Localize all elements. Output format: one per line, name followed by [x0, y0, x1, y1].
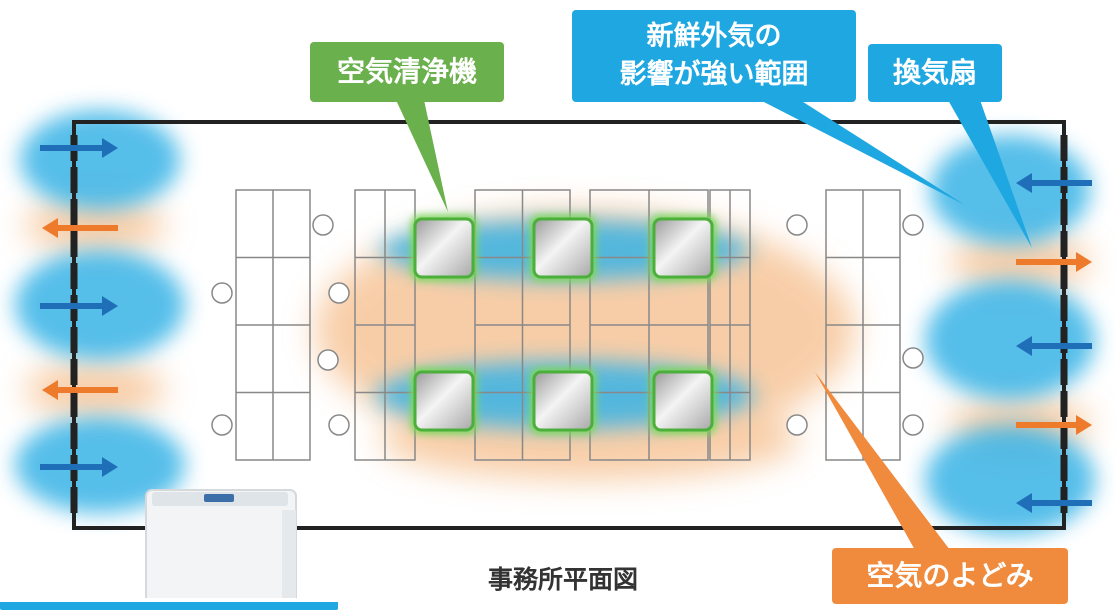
arrow-head: [42, 380, 58, 400]
circle-chair-icon: [786, 414, 808, 436]
purifier-body: [145, 489, 297, 610]
arrow-head: [1016, 493, 1032, 513]
air-purifier-icon: [650, 368, 716, 434]
purifier-side: [282, 510, 296, 600]
arrow-right-icon: [40, 138, 118, 158]
circle-chair-icon: [211, 282, 233, 304]
circle-chair-icon: [312, 214, 334, 236]
arrow-right-icon: [40, 296, 118, 316]
arrow-left-icon: [42, 218, 118, 238]
arrow-right-icon: [40, 457, 118, 477]
air-purifier-icon: [530, 215, 596, 281]
air-purifier-icon: [650, 215, 716, 281]
circle-chair-icon: [211, 414, 233, 436]
desk-group: [474, 189, 571, 461]
fresh-zone-right-3: [925, 425, 1095, 535]
purifier-unit: [652, 217, 714, 279]
fresh-zone-right-2: [925, 280, 1095, 400]
circle-chair-icon: [902, 347, 924, 369]
circle-chair-icon: [902, 214, 924, 236]
arrow-left-icon: [1016, 336, 1092, 356]
air-purifier-icon: [411, 215, 477, 281]
purifier-unit: [652, 370, 714, 432]
desk-group: [354, 189, 416, 461]
callout-pointers: [396, 100, 1032, 550]
arrow-right-icon: [1016, 252, 1092, 272]
arrow-head: [42, 218, 58, 238]
air-purifier-icon: [530, 368, 596, 434]
arrow-head: [102, 296, 118, 316]
purifier-unit: [413, 370, 475, 432]
circle-chair-icon: [328, 414, 350, 436]
purifier-unit: [413, 217, 475, 279]
air-purifier-photo: [145, 489, 297, 610]
arrow-head: [102, 138, 118, 158]
fresh-zone-left-1: [20, 110, 180, 210]
air-purifier-label: 空気清浄機: [310, 42, 504, 102]
air-purifier-icon: [411, 368, 477, 434]
fresh-air-label-line2: 影響が強い範囲: [619, 59, 809, 90]
pointer-fresh: [760, 100, 965, 205]
fresh-air-range-label: 新鮮外気の 影響が強い範囲: [572, 10, 856, 102]
arrow-head: [1076, 252, 1092, 272]
arrow-head: [1076, 415, 1092, 435]
arrow-left-icon: [1016, 493, 1092, 513]
arrow-left-icon: [1016, 173, 1092, 193]
purifier-display: [204, 494, 234, 502]
desk-group: [825, 189, 901, 461]
circle-chair-icon: [317, 349, 339, 371]
stagnant-air-label: 空気のよどみ: [832, 548, 1068, 604]
pointer-purifier: [396, 100, 448, 212]
room-outline: [72, 120, 1066, 530]
purifier-unit: [532, 217, 594, 279]
pointer-fan: [948, 100, 1032, 248]
air-purifier-units: [411, 215, 716, 434]
exhaust-fan-label: 換気扇: [868, 44, 1002, 102]
floor-plan-title: 事務所平面図: [487, 565, 638, 594]
desk-group: [709, 189, 751, 461]
pointer-stagnant: [815, 372, 950, 550]
desk-group: [235, 189, 311, 461]
room-walls: [70, 120, 1068, 530]
circle-chair-icon: [786, 214, 808, 236]
arrow-head: [1016, 173, 1032, 193]
furniture: [211, 189, 924, 461]
circle-chair-icon: [328, 282, 350, 304]
airflow-arrows: [40, 138, 1092, 513]
top-label-fragment: [0, 602, 338, 610]
fresh-air-label-line1: 新鮮外気の: [646, 21, 782, 52]
arrow-left-icon: [42, 380, 118, 400]
arrow-head: [1016, 336, 1032, 356]
circle-chair-icon: [902, 414, 924, 436]
arrow-right-icon: [1016, 415, 1092, 435]
arrow-head: [102, 457, 118, 477]
purifier-unit: [532, 370, 594, 432]
